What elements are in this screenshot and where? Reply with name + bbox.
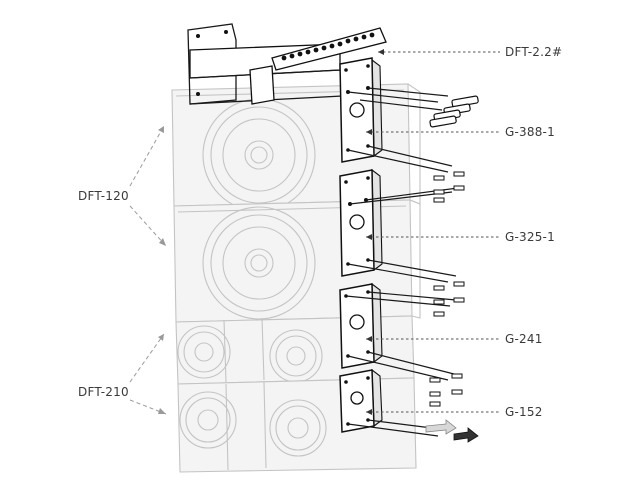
label-plate-g-388-1: G-388-1 [505,125,555,139]
rigging-plate-g-241 [339,282,383,369]
connecting-pins [429,95,479,128]
label-cabinet-dft-210: DFT-210 [78,385,129,399]
flybar-dft-2-2 [187,23,387,105]
leader-lines [129,49,500,415]
flybar-pickup-holes [281,32,375,61]
cabinet-dft-120-bottom [173,199,421,323]
pin-lines [345,87,459,437]
label-plate-g-241: G-241 [505,332,543,346]
speaker-stack [171,83,421,473]
screws [429,171,465,407]
label-plate-g-325-1: G-325-1 [505,230,555,244]
rigging-plate-g-152 [339,368,383,433]
rigging-plate-g-388-1 [339,57,383,163]
label-flybar: DFT-2.2# [505,45,562,59]
arrow-right-icon [425,419,479,443]
rigging-plate-g-325-1 [339,168,383,277]
label-plate-g-152: G-152 [505,405,543,419]
label-cabinet-dft-120: DFT-120 [78,189,129,203]
